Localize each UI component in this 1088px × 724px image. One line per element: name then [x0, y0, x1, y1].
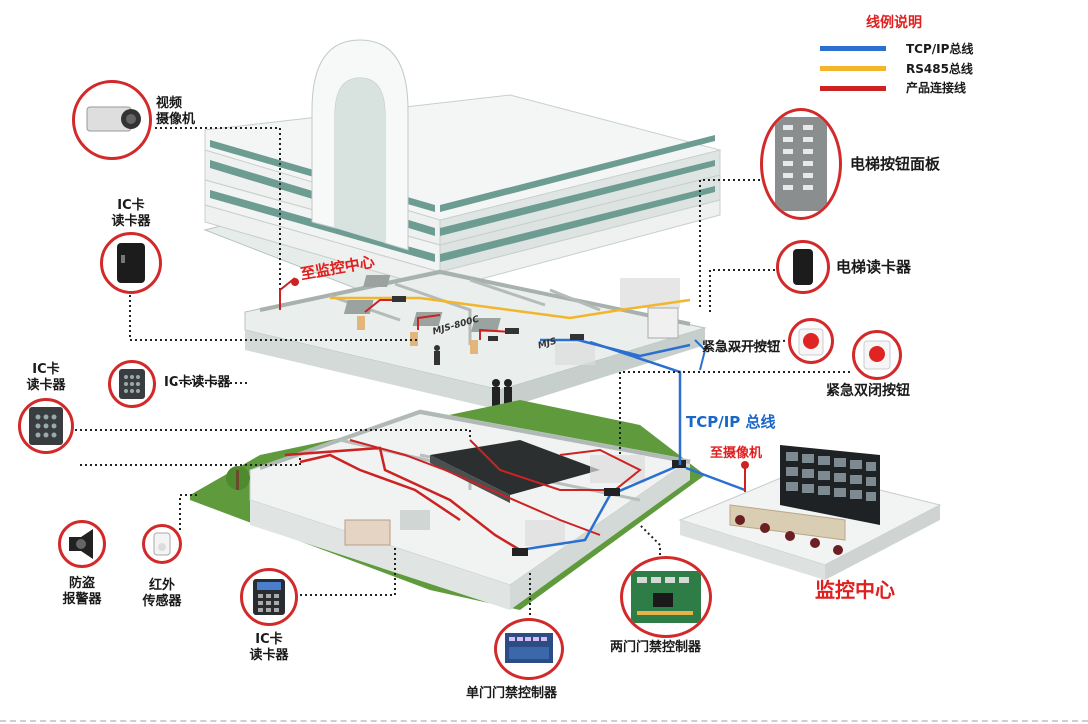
emergency-button-icon	[798, 328, 824, 356]
two-door-controller-bubble	[620, 556, 712, 638]
two-door-controller-label: 两门门禁控制器	[610, 640, 702, 655]
ic-reader-inline-bubble	[108, 360, 156, 408]
ic-reader-top-label: IC卡 读卡器	[98, 198, 164, 230]
emergency-open-bubble	[788, 318, 834, 364]
bottom-divider	[0, 720, 1088, 722]
legend-label-product: 产品连接线	[906, 81, 967, 95]
building-top	[203, 39, 722, 291]
emergency-close-label: 紧急双闭按钮	[826, 383, 910, 399]
elevator-panel-icon	[775, 117, 827, 211]
elevator-reader-bubble	[776, 240, 830, 294]
keypad-reader-icon	[29, 407, 63, 445]
ic-reader-top-bubble	[100, 232, 162, 294]
ic-reader-top-line1: IC卡	[117, 198, 145, 213]
tcpip-bus-label: TCP/IP 总线	[686, 413, 776, 431]
legend-line-product	[820, 86, 886, 91]
legend-title: 线例说明	[866, 15, 922, 31]
legend-line-tcpip	[820, 46, 886, 51]
people	[492, 379, 512, 413]
ground-floor	[190, 400, 705, 610]
alarm-label-line1: 防盗	[68, 576, 95, 591]
infrared-label: 红外 传感器	[130, 578, 194, 610]
middle-floor	[244, 269, 707, 410]
ic-reader-left-line1: IC卡	[32, 362, 60, 377]
emergency-open-label: 紧急双开按钮	[702, 340, 781, 355]
ic-reader-inline-label: IC卡读卡器	[164, 375, 231, 390]
motion-sensor-icon	[153, 532, 171, 556]
ic-reader-bottom-line1: IC卡	[255, 632, 283, 647]
infrared-label-line1: 红外	[148, 578, 175, 593]
elevator-reader-label: 电梯读卡器	[836, 258, 912, 276]
legend-line-rs485	[820, 66, 886, 71]
circuit-board-icon	[631, 571, 701, 623]
monitor-center-label: 监控中心	[815, 578, 895, 602]
video-camera-label-line2: 摄像机	[156, 112, 196, 127]
infrared-label-line2: 传感器	[142, 594, 182, 609]
elevator-panel-bubble	[760, 108, 842, 220]
ic-reader-bottom-bubble	[240, 568, 298, 626]
to-camera-label: 至摄像机	[710, 446, 763, 461]
infrared-bubble	[142, 524, 182, 564]
monitor-room	[678, 445, 942, 580]
video-camera-bubble	[72, 80, 152, 160]
legend-label-tcpip: TCP/IP总线	[906, 42, 974, 56]
card-reader-icon	[117, 243, 145, 283]
legend-label-rs485: RS485总线	[906, 62, 973, 76]
keypad-reader-icon	[119, 369, 145, 399]
ic-reader-left-label: IC卡 读卡器	[14, 362, 78, 394]
single-door-controller-label: 单门门禁控制器	[466, 686, 558, 701]
ic-reader-bottom-line2: 读卡器	[249, 648, 289, 663]
ic-reader-left-bubble	[18, 398, 74, 454]
video-camera-label: 视频 摄像机	[156, 96, 195, 128]
alarm-bubble	[58, 520, 106, 568]
single-door-controller-bubble	[494, 618, 564, 680]
elevator-panel-label: 电梯按钮面板	[850, 155, 941, 173]
card-reader-icon	[793, 249, 813, 285]
siren-icon	[69, 529, 93, 559]
video-camera-label-line1: 视频	[156, 96, 183, 111]
controller-board-icon	[505, 633, 553, 663]
emergency-close-bubble	[852, 330, 902, 380]
alarm-label-line2: 报警器	[62, 592, 102, 607]
keypad-reader-icon	[253, 579, 285, 615]
ic-reader-bottom-label: IC卡 读卡器	[236, 632, 302, 664]
alarm-label: 防盗 报警器	[50, 576, 114, 608]
ic-reader-top-line2: 读卡器	[111, 214, 151, 229]
camera-icon	[86, 106, 141, 132]
ic-reader-left-line2: 读卡器	[26, 378, 66, 393]
emergency-button-icon	[863, 340, 891, 370]
